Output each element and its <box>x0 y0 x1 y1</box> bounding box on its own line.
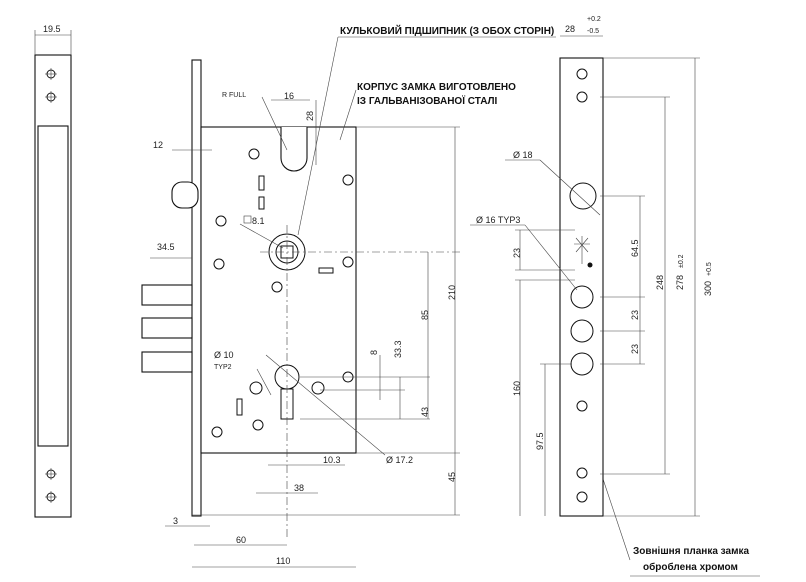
dim-278-tol: ±0.2 <box>678 254 685 268</box>
deadbolt-1 <box>141 284 193 306</box>
callout-body-line1: КОРПУС ЗАМКА ВИГОТОВЛЕНО <box>357 82 516 93</box>
dim-23-a: 23 <box>512 248 522 258</box>
front-faceplate <box>191 59 202 517</box>
callout-body-line2: ІЗ ГАЛЬВАНІЗОВАНОЇ СТАЛІ <box>357 94 498 107</box>
dim-45: 45 <box>447 472 457 482</box>
dim-38: 38 <box>294 483 304 493</box>
dim-300-tol: +0.5 <box>706 262 713 276</box>
dim-85: 85 <box>420 310 430 320</box>
body-holes <box>211 148 354 438</box>
callout-plate-line1: Зовнішня планка замка <box>633 546 749 557</box>
dim-300: 300 <box>703 281 713 296</box>
dim-slot-width: 16 <box>284 91 294 101</box>
label-typ2: TYP2 <box>214 364 232 371</box>
dim-latch-offset: 12 <box>153 140 163 150</box>
dim-23-c: 23 <box>630 344 640 354</box>
strike-plate-view: +0.2 28 -0.5 Ø 18 Ø 16 TYP3 23 64.5 23 2… <box>470 16 713 517</box>
callout-plate-line2: оброблена хромом <box>643 561 738 573</box>
square-symbol <box>243 215 252 224</box>
label-dia-10: Ø 10 <box>214 350 234 360</box>
dim-278: 278 <box>675 275 685 290</box>
handle-slot <box>280 127 308 172</box>
label-dia-17-2: Ø 17.2 <box>386 455 413 465</box>
dim-23-b: 23 <box>630 310 640 320</box>
dim-10-3: 10.3 <box>323 455 341 465</box>
dim-43: 43 <box>420 407 430 417</box>
dim-thickness: 28 <box>565 24 575 34</box>
dim-slot-depth: 28 <box>305 111 315 121</box>
dim-248: 248 <box>655 275 665 290</box>
label-dia-18: Ø 18 <box>513 150 533 160</box>
dim-tol-top: +0.2 <box>587 16 601 23</box>
dim-60: 60 <box>236 535 246 545</box>
dim-110: 110 <box>276 556 290 566</box>
dim-210: 210 <box>447 285 457 300</box>
deadbolt-2 <box>141 317 193 339</box>
label-r-full: R FULL <box>222 92 246 99</box>
callout-bearing: КУЛЬКОВИЙ ПІДШИПНИК (З ОБОХ СТОРІН) <box>340 24 554 37</box>
dim-8: 8 <box>369 350 379 355</box>
callouts: КУЛЬКОВИЙ ПІДШИПНИК (З ОБОХ СТОРІН) КОРП… <box>297 24 760 577</box>
side-view: 19.5 <box>34 24 72 518</box>
side-screw-holes <box>45 68 57 503</box>
dim-160: 160 <box>512 381 522 396</box>
deadbolt-3 <box>141 351 193 373</box>
dim-tol-bottom: -0.5 <box>587 28 599 35</box>
side-body <box>37 125 69 447</box>
dim-3: 3 <box>173 516 178 526</box>
strike-hole-18 <box>569 182 597 210</box>
key-symbol <box>574 236 590 264</box>
latch-bolt <box>171 181 199 209</box>
label-dia-16-typ3: Ø 16 TYP3 <box>476 215 520 225</box>
dim-64-5: 64.5 <box>630 239 640 257</box>
dim-spindle-square: 8.1 <box>252 216 265 226</box>
dim-97-5: 97.5 <box>535 432 545 450</box>
dim-bolt-throw: 34.5 <box>157 242 175 252</box>
dim-33-3: 33.3 <box>393 340 403 358</box>
front-view: R FULL 16 28 12 8.1 34.5 Ø 10 TYP2 8 33.… <box>141 59 460 568</box>
dim-side-width: 19.5 <box>43 24 61 34</box>
